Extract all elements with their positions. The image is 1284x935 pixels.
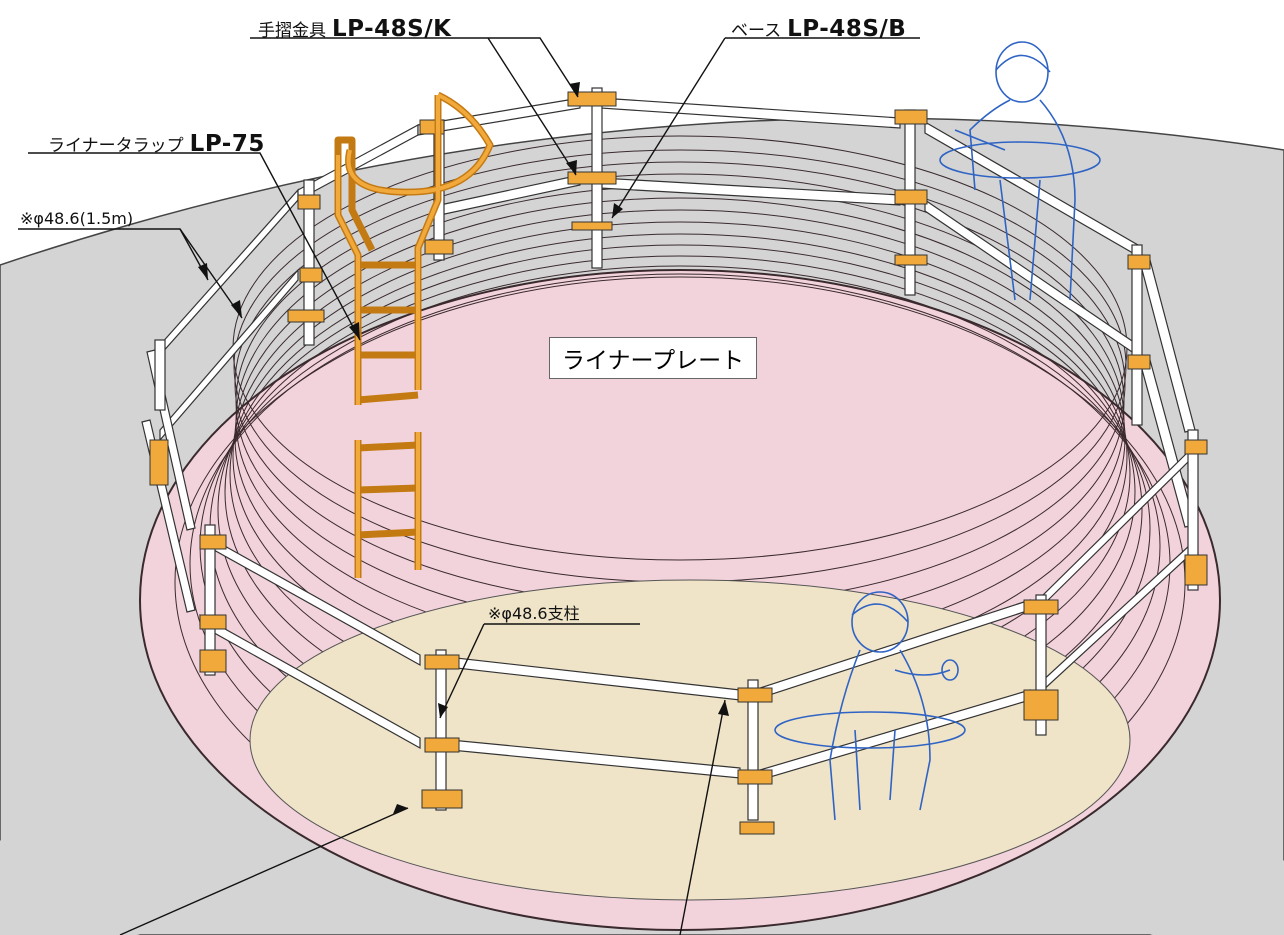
liner-plate-label: ライナープレート: [549, 337, 757, 379]
callout-arrowheads: [198, 82, 729, 814]
base-prefix: ベース: [731, 21, 782, 41]
handrail-fitting-prefix: 手摺金具: [258, 21, 326, 41]
worker-top-figure: [939, 41, 1101, 301]
handrail-fitting-label: 手摺金具 LP-48S/K: [258, 18, 451, 41]
pipe-rail-label: ※φ48.6(1.5m): [20, 209, 134, 228]
base-code: LP-48S/B: [787, 16, 907, 42]
orange-fittings: [149, 91, 1208, 835]
worker-bottom-figure: [774, 591, 966, 821]
liner-ladder-prefix: ライナータラップ: [48, 136, 184, 156]
support-post-label: ※φ48.6支柱: [488, 604, 580, 623]
callout-lines: [18, 37, 920, 935]
handrail-fitting-code: LP-48S/K: [332, 16, 452, 42]
pit-floor: [249, 579, 1131, 901]
ladder-highlight: [336, 93, 493, 578]
liner-ladder-code: LP-75: [189, 131, 265, 157]
guardrail-pipes: [141, 97, 1196, 781]
